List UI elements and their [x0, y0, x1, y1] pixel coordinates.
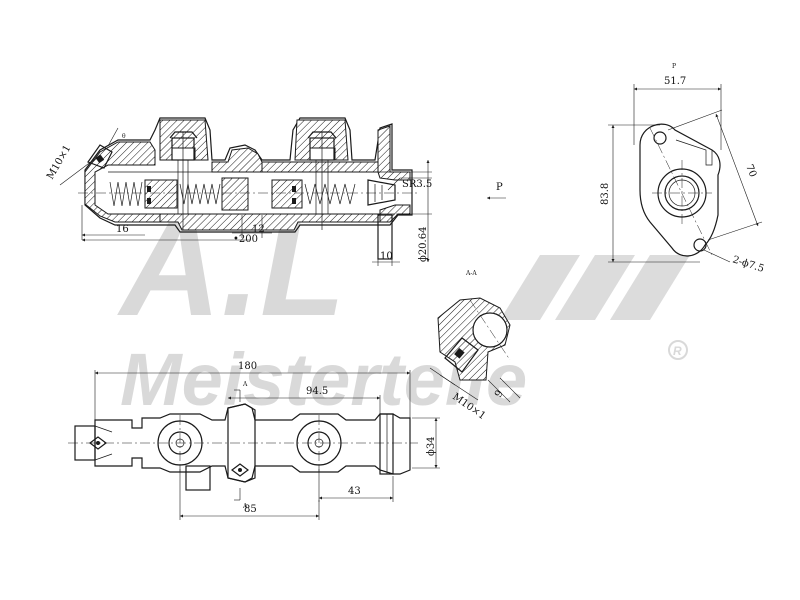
body-wall-bottom	[159, 213, 391, 231]
section-dim9-line	[499, 377, 521, 399]
section-mark-top: A	[234, 381, 248, 402]
dimension-bore: ϕ20.64	[396, 160, 432, 262]
svg-text:•200: •200	[233, 234, 258, 245]
thread-label: M10×1	[45, 143, 73, 181]
thread-leader	[59, 154, 101, 186]
section-plug-icon	[454, 348, 465, 359]
mount-hole-bottom	[693, 238, 707, 252]
svg-text:85: 85	[244, 504, 257, 515]
port-fitting-2	[307, 131, 337, 230]
dimension-holes: 2-ϕ7.5	[703, 249, 765, 275]
svg-text:10: 10	[380, 251, 393, 262]
end-view: P 51.7 83.8 70	[600, 63, 765, 275]
plan-body-outline	[94, 403, 411, 483]
section-label: A-A	[465, 270, 477, 277]
svg-text:70: 70	[743, 163, 758, 179]
plan-nose-edge	[94, 453, 113, 461]
spring-2-icon	[179, 183, 221, 205]
seal-icon	[147, 198, 151, 204]
dimension-height: 83.8	[600, 124, 700, 263]
port-boss-1	[159, 119, 209, 161]
watermark-stripes-icon	[500, 255, 690, 320]
plan-nose-dot-icon	[96, 441, 100, 445]
plan-reservoir-port-icon	[231, 463, 249, 477]
dimension-10: 10	[372, 251, 400, 266]
flange-face	[675, 139, 713, 166]
dimension-dia: ϕ34	[412, 417, 440, 469]
seal-icon	[292, 186, 296, 192]
svg-text:180: 180	[238, 361, 257, 372]
svg-text:51.7: 51.7	[664, 76, 686, 87]
plan-nose-edge	[94, 425, 113, 433]
body-wall-top	[261, 161, 379, 173]
section-port	[444, 337, 479, 373]
section-mark-bottom: A	[234, 488, 248, 510]
view-arrow-p: P	[487, 182, 506, 200]
svg-text:P: P	[496, 182, 503, 193]
plan-view: A A 180 94.5 ϕ34	[68, 361, 440, 520]
dimension-12: 12	[232, 215, 272, 238]
spring-1-icon	[109, 181, 143, 207]
svg-text:ϕ34: ϕ34	[426, 436, 437, 456]
secondary-piston-seal	[221, 177, 249, 211]
dimension-180: 180	[94, 361, 411, 420]
flange-lower	[379, 204, 411, 223]
svg-text:2-ϕ7.5: 2-ϕ7.5	[731, 254, 765, 274]
section-thread-leader	[439, 374, 479, 401]
svg-text:43: 43	[348, 486, 361, 497]
plan-flange	[379, 413, 394, 475]
svg-text:83.8: 83.8	[600, 183, 611, 205]
angle-leader	[107, 127, 119, 147]
svg-text:12: 12	[252, 224, 265, 235]
dimension-width: 51.7	[633, 76, 722, 150]
thread-angle-label: θ	[122, 133, 126, 140]
secondary-piston	[271, 179, 303, 209]
body-wall-left	[84, 141, 161, 223]
dimension-43: 43	[318, 466, 394, 502]
svg-text:A: A	[242, 503, 248, 510]
angled-port	[87, 144, 113, 169]
flange-outline	[639, 123, 721, 257]
seal-icon	[292, 198, 296, 204]
seal-icon	[147, 186, 151, 192]
svg-text:SR3.5: SR3.5	[402, 179, 432, 190]
body-outline	[84, 117, 413, 233]
dimension-diag: 70	[667, 109, 763, 241]
dimension-94-5: 94.5	[228, 386, 381, 414]
top-section-view: M10×1 θ 16 •200 12 10	[45, 117, 432, 266]
dimension-sphere: SR3.5	[387, 177, 432, 191]
plan-bottom-tab	[185, 465, 211, 491]
dimension-85: 85	[179, 466, 320, 520]
center-line-diag	[649, 127, 713, 256]
spring-3-icon	[304, 183, 356, 205]
dimension-200: •200	[82, 234, 258, 245]
svg-text:A: A	[242, 381, 248, 388]
mount-hole-top	[653, 131, 667, 145]
registered-mark: R	[673, 344, 682, 358]
watermark-initials: A.L	[117, 188, 346, 345]
registered-mark-icon	[668, 340, 688, 360]
svg-text:16: 16	[116, 224, 129, 235]
pushrod-cone	[367, 179, 396, 206]
svg-text:94.5: 94.5	[306, 386, 328, 397]
end-view-label: P	[672, 63, 676, 70]
dimension-16: 16	[81, 205, 145, 240]
flange-tab	[377, 214, 393, 260]
port-fitting-1	[169, 131, 198, 230]
plan-reservoir-dot-icon	[238, 468, 242, 472]
section-dim9: 9	[493, 388, 506, 399]
svg-text:ϕ20.64: ϕ20.64	[418, 227, 429, 262]
section-dim9-ext	[487, 379, 511, 403]
flange-upper	[377, 125, 411, 181]
section-center-line	[469, 299, 511, 361]
plan-reservoir-boss	[227, 403, 256, 483]
port-boss-2	[294, 119, 349, 161]
